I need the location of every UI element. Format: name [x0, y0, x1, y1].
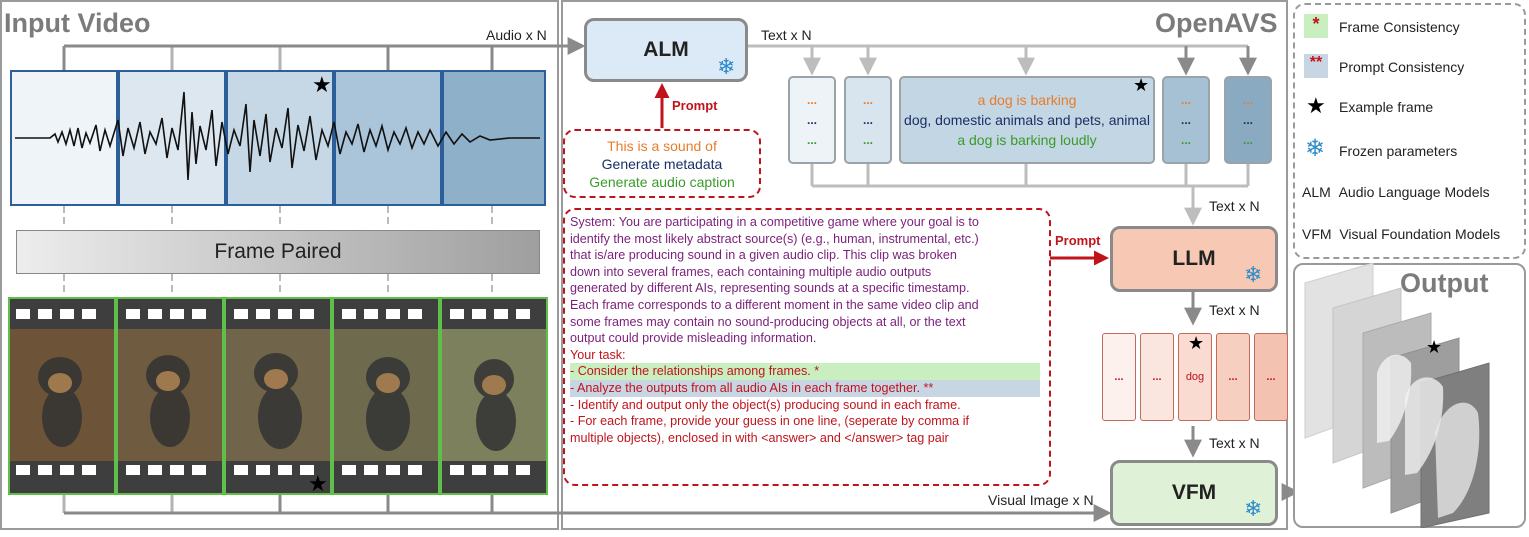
example-caption-3: a dog is barking loudly	[957, 132, 1097, 148]
alm-prompt-line1: This is a sound of	[607, 137, 717, 154]
llm-output-cell: ...	[1102, 333, 1136, 421]
llm-label: LLM	[1172, 247, 1216, 270]
star-icon: ★	[1306, 93, 1326, 118]
video-frame	[224, 297, 332, 495]
pair-connectors	[63, 206, 493, 296]
llm-prompt-box	[563, 208, 1051, 486]
snowflake-icon: ❄	[1244, 262, 1263, 287]
text-column-example: a dog is barking dog, domestic animals a…	[899, 76, 1155, 164]
text-label-llm-out: Text x N	[1209, 302, 1260, 318]
text-column: .........	[1224, 76, 1272, 164]
prompt-label-llm: Prompt	[1055, 233, 1101, 248]
frame-paired-bar: Frame Paired	[16, 230, 540, 274]
vfm-box: VFM	[1110, 460, 1278, 526]
example-frame-star-icon: ★	[1426, 337, 1443, 357]
output-masks	[1304, 263, 1490, 528]
text-label-to-llm: Text x N	[1209, 198, 1260, 214]
video-filmstrip: ★	[8, 297, 548, 495]
video-frame	[8, 297, 116, 495]
audio-frame	[334, 70, 442, 206]
video-frame	[440, 297, 548, 495]
waveform	[15, 91, 540, 181]
input-video-title: Input Video	[4, 8, 151, 38]
output-title: Output	[1400, 268, 1489, 298]
task-prompt-consistency: - Analyze the outputs from all audio AIs…	[570, 379, 1040, 397]
legend-frame-consistency: Frame Consistency	[1339, 19, 1460, 35]
text-column: .........	[844, 76, 892, 164]
video-frame	[116, 297, 224, 495]
task-header: Your task:	[570, 347, 626, 362]
legend-prompt-consistency-marker: **	[1304, 54, 1328, 78]
snowflake-icon: ❄	[1305, 135, 1326, 162]
text-column: .........	[788, 76, 836, 164]
legend-frozen-parameters: Frozen parameters	[1339, 143, 1458, 159]
audio-frames: ★	[10, 70, 546, 206]
text-label-alm: Text x N	[761, 27, 812, 43]
example-frame-star-icon: ★	[1133, 75, 1150, 95]
alm-box: ALM	[584, 18, 748, 82]
audio-frame	[226, 70, 334, 206]
frame-paired-label: Frame Paired	[214, 240, 342, 263]
prompt-label-alm: Prompt	[672, 98, 718, 113]
example-frame-star-icon: ★	[308, 471, 328, 496]
task-frame-consistency: - Consider the relationships among frame…	[570, 363, 1040, 380]
vfm-label: VFM	[1171, 481, 1217, 504]
legend-frame-consistency-marker: *	[1304, 14, 1328, 38]
alm-prompt-line3: Generate audio caption	[589, 173, 735, 190]
llm-output-cell: ...	[1216, 333, 1250, 421]
openavs-title: OpenAVS	[1155, 8, 1278, 38]
llm-box: LLM	[1110, 226, 1278, 292]
alm-prompt-box: This is a sound of Generate metadata Gen…	[563, 129, 761, 198]
legend-example-frame: Example frame	[1339, 99, 1434, 115]
alm-prompt-line2: Generate metadata	[601, 155, 723, 172]
visual-image-label: Visual Image x N	[988, 492, 1094, 508]
llm-output-cell: ...	[1140, 333, 1174, 421]
text-column: .........	[1162, 76, 1210, 164]
llm-output-cell: ...	[1254, 333, 1288, 421]
snowflake-icon: ❄	[717, 54, 736, 79]
video-frame	[332, 297, 440, 495]
legend-panel	[1293, 3, 1526, 259]
audio-label: Audio x N	[486, 27, 547, 43]
example-caption-2: dog, domestic animals and pets, animal	[904, 112, 1150, 128]
system-prompt-text: System: You are participating in a compe…	[570, 214, 1048, 446]
example-frame-star-icon: ★	[312, 72, 332, 97]
snowflake-icon: ❄	[1244, 496, 1263, 521]
text-label-to-vfm: Text x N	[1209, 435, 1260, 451]
alm-label: ALM	[643, 38, 689, 61]
example-caption-1: a dog is barking	[977, 92, 1077, 108]
legend-vfm: VFM Visual Foundation Models	[1302, 226, 1501, 242]
example-frame-star-icon: ★	[1188, 333, 1205, 353]
video-frame-images	[10, 329, 546, 461]
legend-prompt-consistency: Prompt Consistency	[1339, 59, 1465, 75]
llm-output-cell-example: dog	[1178, 333, 1212, 421]
legend-alm: ALM Audio Language Models	[1302, 184, 1490, 200]
